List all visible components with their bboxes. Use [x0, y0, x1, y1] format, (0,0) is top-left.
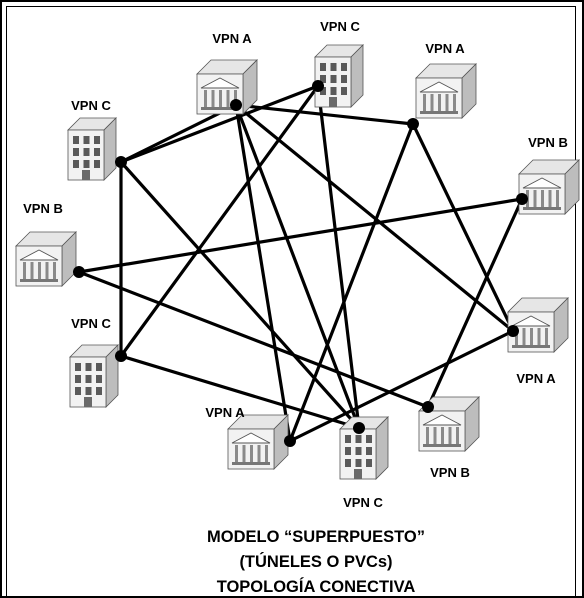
link-c_ml-c_bot: [119, 354, 361, 430]
link-b_right-b_left: [77, 197, 524, 274]
caption-line-1: MODELO “SUPERPUESTO”: [207, 528, 425, 546]
node-dot-a_bot: [284, 435, 296, 447]
building-c_left-tower: [67, 117, 117, 181]
label-a_bot: VPN A: [205, 405, 245, 420]
node-dot-c_bot: [353, 422, 365, 434]
link-a_top-a_bot: [234, 103, 292, 443]
building-b_bot-bank: [418, 396, 480, 452]
link-a_top-a_tr: [234, 103, 415, 126]
label-a_right: VPN A: [516, 371, 556, 386]
node-dot-a_tr: [407, 118, 419, 130]
label-c_left: VPN C: [71, 98, 111, 113]
building-c_bot-tower: [339, 416, 389, 480]
link-c_left-c_bot: [119, 160, 361, 430]
node-dot-c_top: [312, 80, 324, 92]
caption: MODELO “SUPERPUESTO” (TÚNELES O PVCs) TO…: [207, 528, 425, 596]
node-dot-c_left: [115, 156, 127, 168]
label-c_top: VPN C: [320, 19, 360, 34]
inner-frame: [6, 6, 576, 596]
node-dot-b_bot: [422, 401, 434, 413]
building-b_right-bank: [518, 159, 580, 215]
caption-line-3: TOPOLOGÍA CONECTIVA: [217, 577, 416, 596]
label-a_tr: VPN A: [425, 41, 465, 56]
link-c_top-c_bot: [316, 84, 361, 430]
node-dot-b_left: [73, 266, 85, 278]
labels-layer: VPN A VPN C VPN A VPN C VPN B VPN B VPN C VPN A…: [23, 19, 568, 510]
label-c_bot: VPN C: [343, 495, 383, 510]
link-a_tr-a_right: [411, 122, 515, 333]
link-c_top-c_left: [119, 84, 320, 164]
label-a_top: VPN A: [212, 31, 252, 46]
label-b_right: VPN B: [528, 135, 568, 150]
building-a_top-bank: [196, 59, 258, 115]
node-dot-a_right: [507, 325, 519, 337]
node-dot-a_top: [230, 99, 242, 111]
building-c_ml-tower: [69, 344, 119, 408]
label-b_left: VPN B: [23, 201, 63, 216]
buildings-layer: [15, 44, 580, 480]
building-a_bot-bank: [227, 414, 289, 470]
link-a_top-c_bot: [234, 103, 361, 430]
caption-line-2: (TÚNELES O PVCs): [239, 552, 392, 571]
junction-dots-layer: [73, 80, 528, 447]
links-layer: [77, 84, 524, 443]
link-b_left-b_bot: [77, 270, 430, 409]
link-a_tr-a_bot: [288, 122, 415, 443]
building-a_tr-bank: [415, 63, 477, 119]
building-a_right-bank: [507, 297, 569, 353]
node-dot-c_ml: [115, 350, 127, 362]
link-a_top-a_right: [234, 103, 515, 333]
building-c_top-tower: [314, 44, 364, 108]
label-b_bot: VPN B: [430, 465, 470, 480]
node-dot-b_right: [516, 193, 528, 205]
building-b_left-bank: [15, 231, 77, 287]
link-b_right-b_bot: [426, 197, 524, 409]
label-c_ml: VPN C: [71, 316, 111, 331]
link-a_top-c_left: [119, 103, 238, 164]
link-c_top-c_ml: [119, 84, 320, 358]
link-a_right-a_bot: [288, 329, 515, 443]
